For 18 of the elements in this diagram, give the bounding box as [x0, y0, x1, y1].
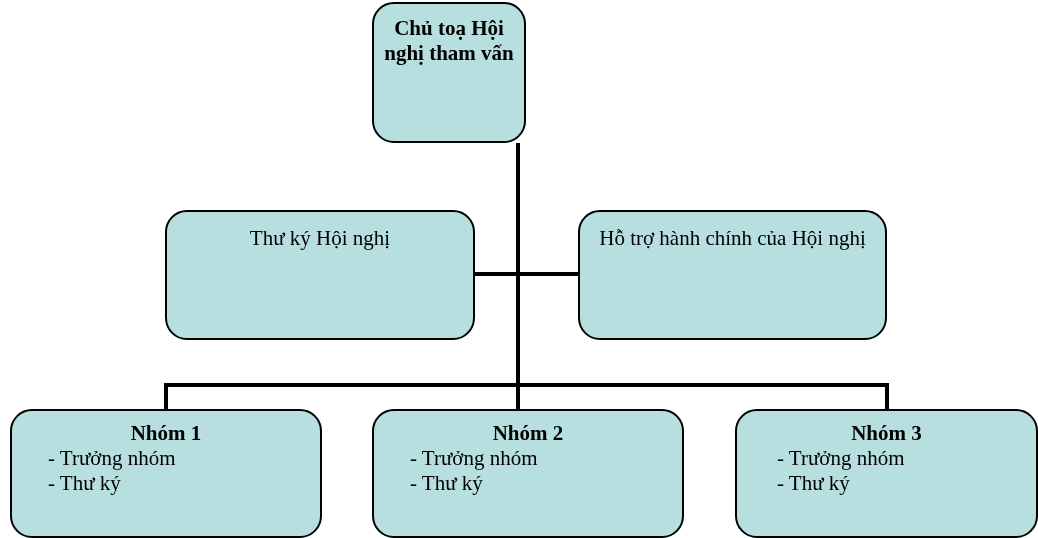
role-text: Thư ký Hội nghị [248, 225, 392, 251]
list-item: - Trưởng nhóm [47, 446, 177, 471]
group-heading: Nhóm 2 [491, 420, 565, 446]
group-box [735, 409, 1038, 538]
list-item: - Trưởng nhóm [776, 446, 906, 471]
group-heading: Nhóm 1 [129, 420, 203, 446]
title-text: Chủ toạ Hội nghị tham vấn [383, 15, 515, 66]
role-text: Hỗ trợ hành chính của Hội nghị [598, 225, 867, 251]
list-item: - Thư ký [776, 471, 851, 496]
role-box [372, 2, 526, 143]
role-box [578, 210, 887, 340]
group-box [10, 409, 322, 538]
list-item: - Trưởng nhóm [409, 446, 539, 471]
group-box [372, 409, 684, 538]
list-item: - Thư ký [409, 471, 484, 496]
list-item: - Thư ký [47, 471, 122, 496]
role-box [165, 210, 475, 340]
group-heading: Nhóm 3 [850, 420, 923, 446]
